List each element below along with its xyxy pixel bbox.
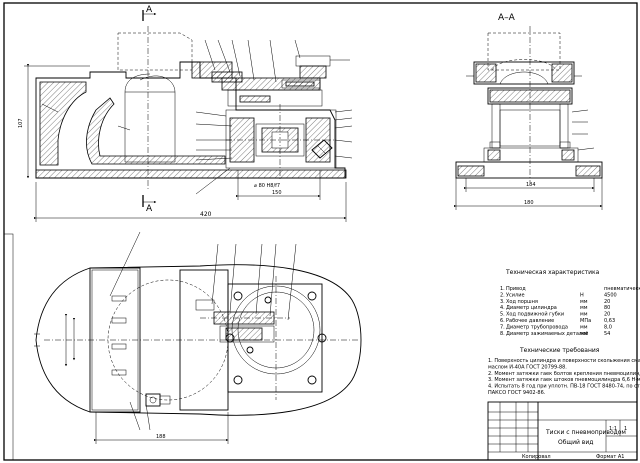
spec-row-2-unit: Н <box>580 292 584 298</box>
spec-row-2-name: Усилие <box>506 292 525 298</box>
dim-front-fit: ⌀ 80 H8/f7 <box>254 183 280 189</box>
sheet-frame <box>3 2 638 461</box>
sheet-border-left-strip <box>3 233 14 461</box>
requirement-line-6: ПАКСО ГОСТ 9402-86. <box>488 390 546 396</box>
title-block: Тиски с пневмоприводом Общий вид 1:1 1 К… <box>487 401 638 461</box>
section-a-a-title: А–А <box>498 13 516 23</box>
front-section-view: А <box>18 5 353 222</box>
spec-row-4-n: 4. <box>500 305 505 311</box>
spec-row-2-value: 4500 <box>604 292 617 298</box>
requirement-line-3: 2. Момент затяжки гаек болтов крепления … <box>488 371 640 377</box>
requirement-line-5: 4. Испытать 8 год при уплотн. ПВ-18 ГОСТ… <box>488 384 640 390</box>
dim-top-height: 107 <box>18 118 24 128</box>
spec-row-6-unit: МПа <box>580 318 591 324</box>
spec-row-1-n: 1. <box>500 286 505 292</box>
spec-row-1-name: Привод <box>506 286 526 292</box>
tech-requirements-heading: Технические требования <box>519 347 600 354</box>
spec-row-6-n: 6. <box>500 318 505 324</box>
spec-row-8-name: Диаметр зажимаемых деталей <box>506 330 588 337</box>
requirement-line-2: маслом И-40А ГОСТ 20799-88. <box>488 364 567 370</box>
tech-specs-block: Техническая характеристика 1.Привод пневм… <box>500 269 640 337</box>
spec-row-3-name: Ход поршня <box>506 299 538 305</box>
spec-row-7-unit: мм <box>580 324 588 330</box>
spec-row-4-value: 80 <box>604 305 610 311</box>
spec-row-3-unit: мм <box>580 299 588 305</box>
spec-row-7-value: 8,0 <box>604 324 612 330</box>
dim-front-bottom: 150 <box>272 190 282 196</box>
dim-overall-length: 420 <box>200 211 212 218</box>
spec-row-6-value: 0,63 <box>604 318 615 324</box>
title-name-line1: Тиски с пневмоприводом <box>545 429 626 436</box>
spec-row-7-name: Диаметр трубопровода <box>506 324 568 330</box>
spec-row-5-value: 20 <box>604 312 610 318</box>
section-marker-bottom: А <box>146 204 153 214</box>
spec-row-5-name: Ход подвижной губки <box>506 311 564 318</box>
dim-plan-width: 188 <box>156 434 166 440</box>
requirement-line-1: 1. Поверхность цилиндра и поверхности ск… <box>488 358 640 364</box>
spec-row-8-value: 54 <box>604 331 610 337</box>
spec-row-5-unit: мм <box>580 312 588 318</box>
dim-side-base-width: 184 <box>526 182 536 188</box>
spec-row-3-n: 3. <box>500 299 505 305</box>
dim-side-total-width: 180 <box>524 200 534 206</box>
spec-row-1-value: пневматический <box>604 285 640 292</box>
spec-row-4-name: Диаметр цилиндра <box>506 305 557 311</box>
spec-row-7-n: 7. <box>500 324 505 330</box>
spec-row-3-value: 20 <box>604 299 610 305</box>
spec-row-4-unit: мм <box>580 305 588 311</box>
requirement-line-4: 3. Момент затяжки гаек штоков пневмоцили… <box>488 377 640 383</box>
title-footer-left: Копировал <box>522 454 551 460</box>
spec-row-6-name: Рабочее давление <box>506 318 554 324</box>
plan-view: 188 <box>34 231 362 444</box>
tech-specs-heading: Техническая характеристика <box>505 269 600 276</box>
title-sheet: 1:1 <box>609 426 617 432</box>
spec-row-5-n: 5. <box>500 312 505 318</box>
section-a-a-view: А–А 184 180 <box>453 13 603 210</box>
title-footer-right: Формат А1 <box>596 454 624 460</box>
tech-requirements-block: Технические требования 1. Поверхность ци… <box>488 347 640 396</box>
spec-row-2-n: 2. <box>500 292 505 298</box>
title-scale: 1 <box>624 426 627 432</box>
spec-row-8-n: 8. <box>500 331 505 337</box>
section-marker-top: А <box>146 5 153 15</box>
spec-row-8-unit: мм <box>580 331 588 337</box>
title-name-line2: Общий вид <box>558 439 593 446</box>
